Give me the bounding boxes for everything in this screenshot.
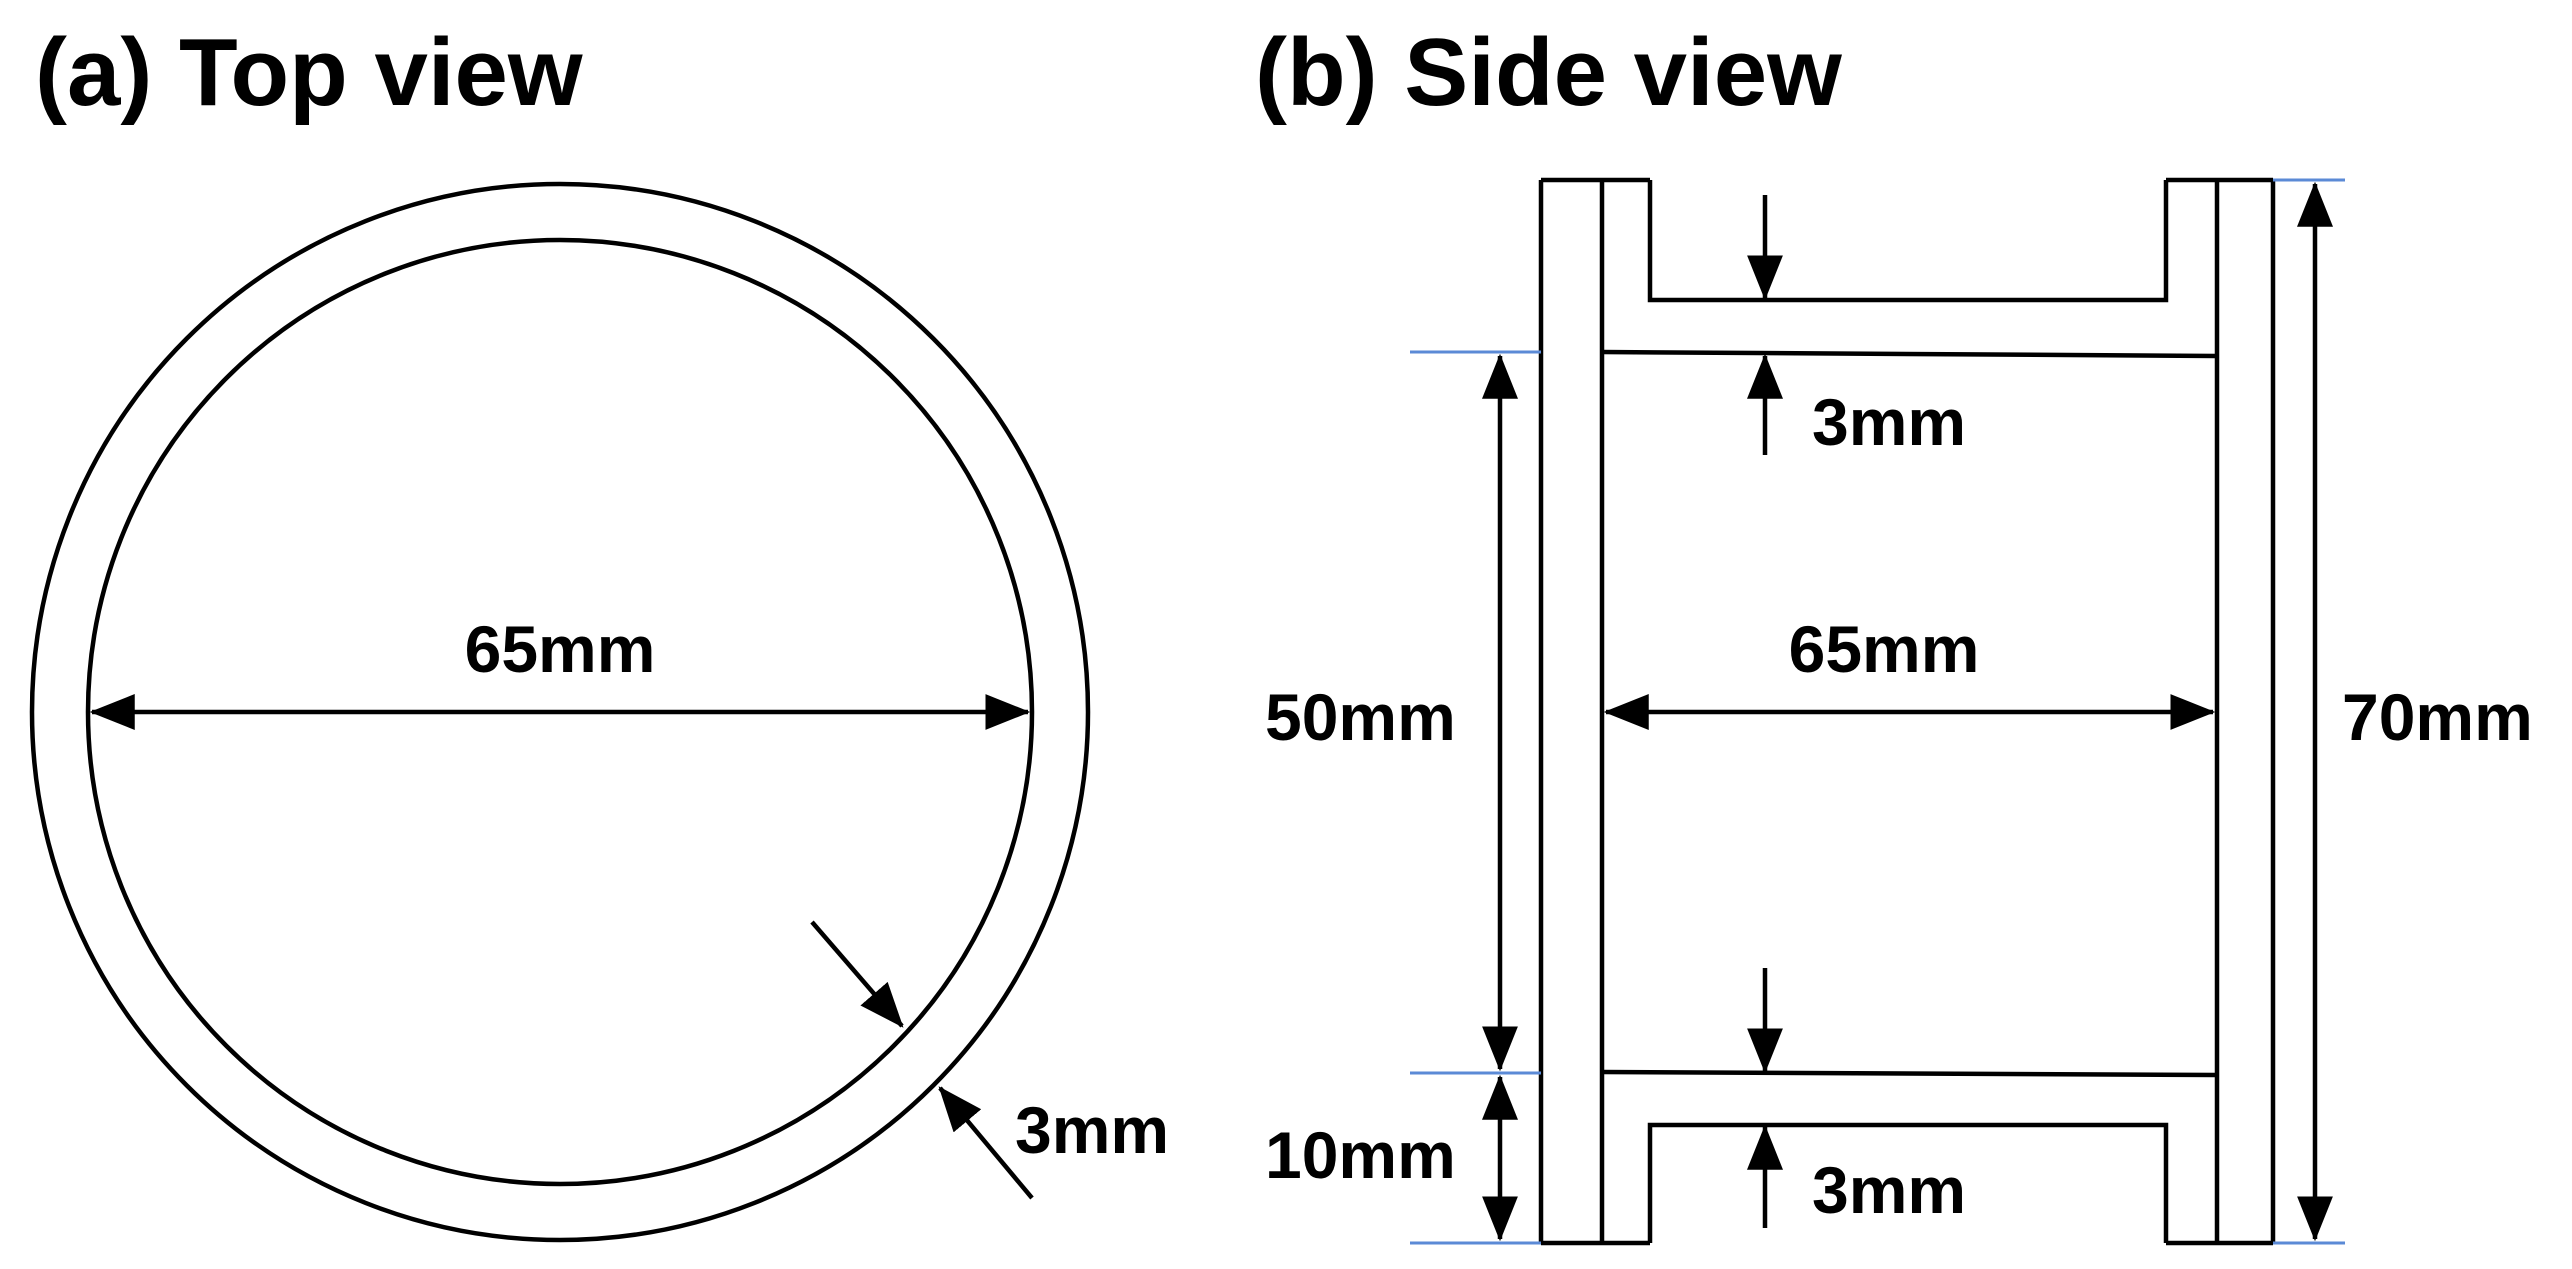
top-thickness-label: 3mm bbox=[1812, 385, 1966, 459]
flange-height-label: 10mm bbox=[1265, 1118, 1456, 1192]
bottom-plate bbox=[1601, 1069, 2218, 1243]
top-view: (a) Top view 65mm 3mm bbox=[29, 19, 1169, 1243]
side-view: (b) Side view bbox=[1255, 19, 2533, 1246]
diameter-label: 65mm bbox=[465, 612, 656, 686]
thickness-arrow-outer bbox=[938, 1086, 1034, 1200]
total-height-label: 70mm bbox=[2342, 680, 2533, 754]
right-wall bbox=[2166, 177, 2276, 1246]
side-view-title: (b) Side view bbox=[1255, 19, 1842, 126]
outer-ring bbox=[29, 181, 1091, 1243]
bottom-thickness-label: 3mm bbox=[1812, 1153, 1966, 1227]
inner-ring bbox=[85, 237, 1035, 1187]
inner-width-label: 65mm bbox=[1789, 612, 1980, 686]
left-wall bbox=[1538, 177, 1650, 1246]
inner-height-label: 50mm bbox=[1265, 680, 1456, 754]
thickness-label: 3mm bbox=[1015, 1093, 1169, 1167]
top-plate bbox=[1601, 180, 2218, 359]
thickness-arrow-inner bbox=[810, 920, 904, 1028]
top-view-title: (a) Top view bbox=[35, 19, 583, 126]
